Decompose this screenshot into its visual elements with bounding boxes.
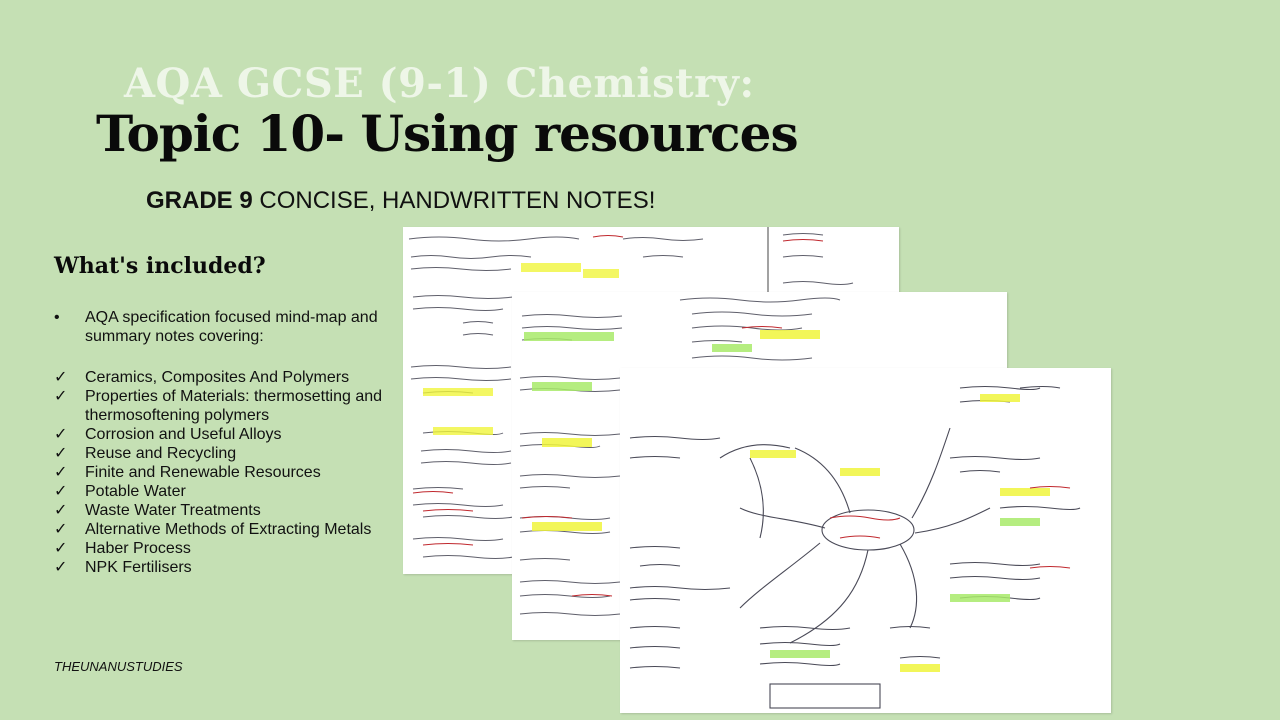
list-item-label: Finite and Renewable Resources: [85, 464, 321, 481]
list-item: ✓ Ceramics, Composites And Polymers: [54, 368, 384, 387]
list-item: ✓ Corrosion and Useful Alloys: [54, 425, 384, 444]
included-heading: What's included?: [54, 253, 266, 279]
check-icon: ✓: [54, 502, 68, 519]
list-item-label: Corrosion and Useful Alloys: [85, 426, 282, 443]
check-icon: ✓: [54, 388, 68, 405]
list-item-label: Haber Process: [85, 540, 191, 557]
check-icon: ✓: [54, 483, 68, 500]
subtitle: GRADE 9 CONCISE, HANDWRITTEN NOTES!: [146, 187, 655, 215]
check-icon: ✓: [54, 369, 68, 386]
list-item-label: Alternative Methods of Extracting Metals: [85, 521, 372, 538]
check-icon: ✓: [54, 445, 68, 462]
check-icon: ✓: [54, 426, 68, 443]
list-item: ✓ Reuse and Recycling: [54, 444, 384, 463]
list-item: ✓ Properties of Materials: thermosetting …: [54, 387, 384, 425]
credit-text: THEUNANUSTUDIES: [54, 659, 183, 674]
check-icon: ✓: [54, 464, 68, 481]
notes-sheet-mindmap: [620, 368, 1111, 713]
page-title: Topic 10- Using resources: [96, 104, 799, 163]
list-item: ✓ Haber Process: [54, 539, 384, 558]
subtitle-rest: CONCISE, HANDWRITTEN NOTES!: [252, 187, 656, 214]
list-item-label: NPK Fertilisers: [85, 559, 192, 576]
title-top: AQA GCSE (9-1) Chemistry:: [124, 60, 755, 107]
list-item-label: Potable Water: [85, 483, 186, 500]
list-item-label: Properties of Materials: thermosetting a…: [85, 388, 383, 424]
included-list: • AQA specification focused mind-map and…: [54, 308, 384, 577]
bullet-icon: •: [54, 309, 60, 326]
list-item-label: Ceramics, Composites And Polymers: [85, 369, 350, 386]
intro-item: • AQA specification focused mind-map and…: [54, 308, 384, 346]
list-item: ✓ Potable Water: [54, 482, 384, 501]
list-item: ✓ Waste Water Treatments: [54, 501, 384, 520]
check-icon: ✓: [54, 521, 68, 538]
check-icon: ✓: [54, 540, 68, 557]
list-item: ✓ Alternative Methods of Extracting Metal…: [54, 520, 384, 539]
check-icon: ✓: [54, 559, 68, 576]
subtitle-bold: GRADE 9: [146, 187, 253, 214]
list-item-label: Waste Water Treatments: [85, 502, 261, 519]
list-item-label: Reuse and Recycling: [85, 445, 237, 462]
intro-text: AQA specification focused mind-map and s…: [85, 309, 378, 345]
list-item: ✓ Finite and Renewable Resources: [54, 463, 384, 482]
list-item: ✓ NPK Fertilisers: [54, 558, 384, 577]
